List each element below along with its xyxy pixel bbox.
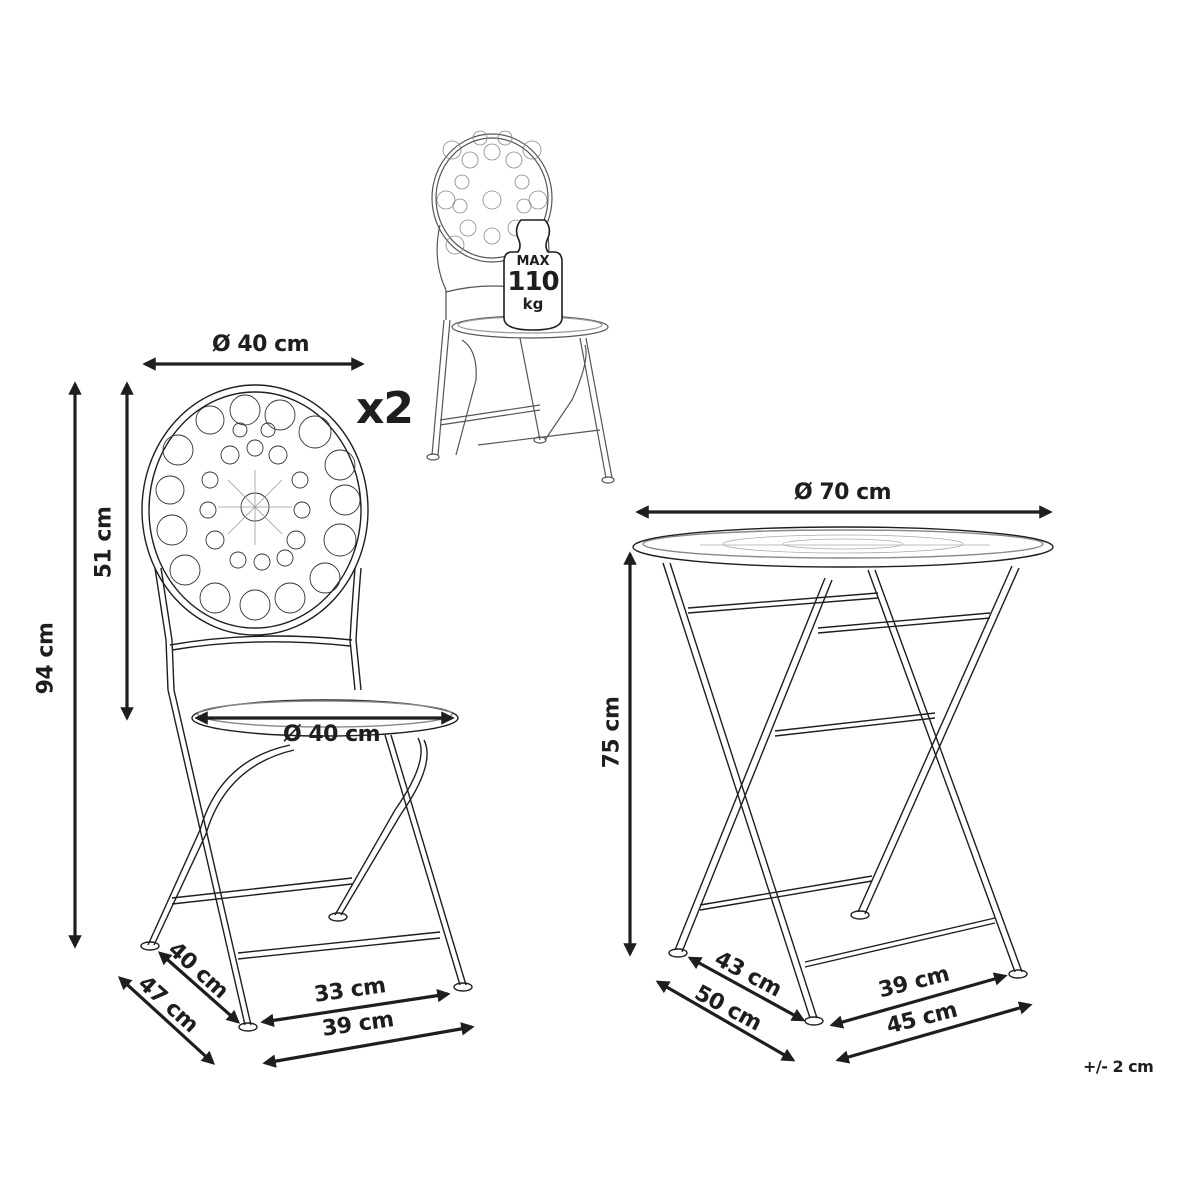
tolerance-note: +/- 2 cm: [1083, 1057, 1154, 1076]
max-load-max-text: MAX: [516, 254, 550, 269]
dimension-arrows: [68, 357, 1053, 1068]
table-base-width-arrow: [835, 1001, 1033, 1064]
table-height-label: 75 cm: [599, 696, 625, 769]
chair-drawing: [140, 384, 473, 1032]
chair-load-illustration: [426, 130, 615, 484]
table-drawing: [632, 526, 1054, 1026]
chair-base-depth-arrow: [118, 976, 215, 1065]
max-load-label: MAX 110 kg: [502, 254, 564, 312]
chair-base-width-arrow: [262, 1022, 475, 1068]
max-load-value: 110: [507, 267, 559, 297]
table-diameter-label: Ø 70 cm: [794, 480, 892, 505]
chair-back-diameter-label: Ø 40 cm: [212, 332, 310, 357]
max-load-weight-icon: [503, 219, 563, 331]
chair-seat-diameter-label: Ø 40 cm: [283, 722, 381, 747]
chair-total-height-label: 94 cm: [33, 622, 59, 695]
table-base-depth-arrow: [655, 980, 796, 1062]
max-load-unit: kg: [522, 295, 544, 313]
chair-seat-width-arrow: [260, 988, 451, 1028]
chair-back-height-label: 51 cm: [91, 506, 117, 579]
chair-quantity-label: x2: [356, 383, 414, 434]
